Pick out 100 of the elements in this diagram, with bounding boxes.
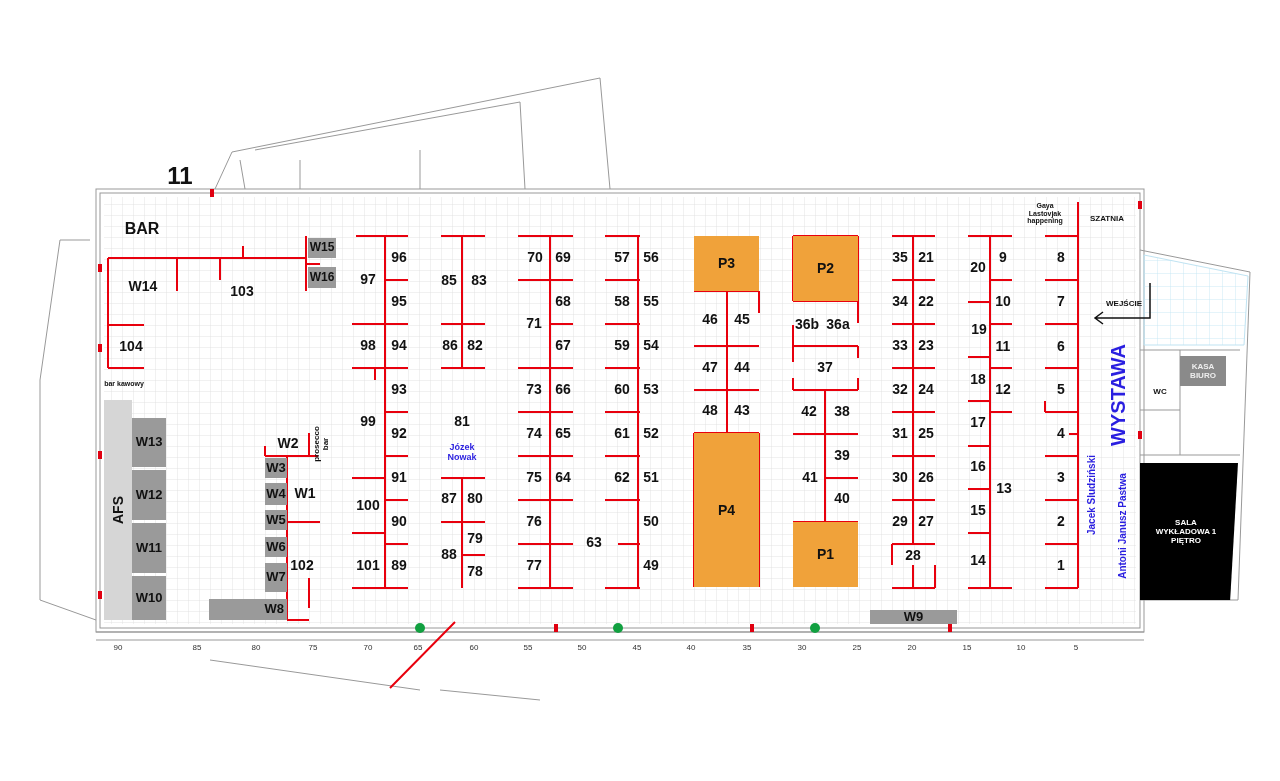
booth-number: 31	[892, 426, 908, 442]
booth-number: 81	[454, 414, 470, 430]
exhibit-stand: W13	[132, 418, 166, 467]
exhibitor-name: Antoni Janusz Pastwa	[1116, 473, 1128, 579]
pavilion-area: P1	[793, 522, 858, 587]
booth-number: 64	[555, 470, 571, 486]
scale-number: 85	[192, 643, 202, 653]
booth-number: 70	[527, 250, 543, 266]
booth-number: 16	[970, 459, 986, 475]
booth-number: 104	[119, 339, 143, 355]
booth-number: 17	[970, 415, 986, 431]
booth-number: 68	[555, 294, 571, 310]
booth-number: 80	[467, 491, 483, 507]
exhibit-stand: W6	[265, 537, 287, 557]
booth-number: 5	[1057, 382, 1065, 398]
booth-number: 54	[643, 338, 659, 354]
booth-number: 37	[817, 360, 833, 376]
scale-number: 5	[1073, 643, 1079, 653]
booth-number: 79	[467, 531, 483, 547]
lecture-hall: SALA WYKŁADOWA 1 PIĘTRO	[1140, 463, 1238, 600]
booth-number: 41	[802, 470, 818, 486]
scale-number: 45	[632, 643, 642, 653]
booth-number: 24	[918, 382, 934, 398]
booth-number: 27	[918, 514, 934, 530]
booth-number: 91	[391, 470, 407, 486]
booth-number: 47	[702, 360, 718, 376]
booth-number: 39	[834, 448, 850, 464]
booth-number: 102	[290, 558, 314, 574]
booth-number: 57	[614, 250, 630, 266]
booth-number: 19	[971, 322, 987, 338]
booth-number: 77	[526, 558, 542, 574]
booth-number: 103	[230, 284, 254, 300]
booth-number: 30	[892, 470, 908, 486]
booth-number: 52	[643, 426, 659, 442]
hall-number: 11	[167, 162, 193, 190]
scale-number: 15	[962, 643, 972, 653]
scale-number: 55	[523, 643, 533, 653]
booth-number: 14	[970, 553, 986, 569]
booth-number: 34	[892, 294, 908, 310]
room-label: WC	[1153, 387, 1167, 397]
booth-number: 45	[734, 312, 750, 328]
pavilion-area: P3	[694, 236, 759, 291]
exhibit-stand: W5	[265, 510, 287, 530]
booth-number: 8	[1057, 250, 1065, 266]
booth-number: 2	[1057, 514, 1065, 530]
exhibit-area: AFS	[104, 400, 132, 620]
booth-number: 21	[918, 250, 934, 266]
scale-number: 35	[742, 643, 752, 653]
stand-label: W2	[277, 436, 299, 452]
booth-number: 13	[996, 481, 1012, 497]
booth-number: 38	[834, 404, 850, 420]
booth-number: 86	[442, 338, 458, 354]
scale-number: 40	[686, 643, 696, 653]
booth-number: 33	[892, 338, 908, 354]
exhibit-stand: W3	[265, 458, 287, 478]
booth-number: 3	[1057, 470, 1065, 486]
exhibit-stand: W15	[308, 238, 336, 258]
booth-number: 82	[467, 338, 483, 354]
booth-number: 93	[391, 382, 407, 398]
booth-number: 101	[356, 558, 380, 574]
booth-number: 46	[702, 312, 718, 328]
exhibitor-name: Józek Nowak	[446, 443, 478, 463]
booth-number: 74	[526, 426, 542, 442]
stand-label: W1	[294, 486, 316, 502]
room-label: prosecco bar	[313, 425, 331, 464]
booth-number: 76	[526, 514, 542, 530]
stand-label: W14	[128, 279, 158, 295]
booth-number: 29	[892, 514, 908, 530]
entrance-label: WEJŚCIE	[1106, 299, 1142, 309]
booth-number: 36b	[794, 317, 820, 333]
exhibit-stand: W12	[132, 470, 166, 520]
booth-number: 48	[702, 403, 718, 419]
exhibit-stand: W8	[209, 599, 287, 620]
booth-number: 11	[995, 339, 1011, 355]
booth-number: 53	[643, 382, 659, 398]
scale-number: 10	[1016, 643, 1026, 653]
booth-number: 9	[999, 250, 1007, 266]
exhibit-stand: W4	[265, 483, 287, 505]
booth-number: 83	[471, 273, 487, 289]
exhibit-stand: W10	[132, 576, 166, 620]
booth-number: 1	[1057, 558, 1065, 574]
booth-number: 26	[918, 470, 934, 486]
booth-number: 22	[918, 294, 934, 310]
booth-number: 25	[918, 426, 934, 442]
scale-number: 65	[413, 643, 423, 653]
booth-number: 56	[643, 250, 659, 266]
booth-number: 98	[360, 338, 376, 354]
booth-number: 10	[995, 294, 1011, 310]
scale-number: 80	[251, 643, 261, 653]
pavilion-area: P2	[793, 236, 858, 301]
section-label: WYSTAWA	[1107, 344, 1129, 446]
booth-number: 99	[360, 414, 376, 430]
booth-number: 100	[356, 498, 380, 514]
booth-number: 97	[360, 272, 376, 288]
booth-number: 49	[643, 558, 659, 574]
room-label: SZATNIA	[1089, 214, 1125, 224]
booth-number: 59	[614, 338, 630, 354]
booth-number: 69	[555, 250, 571, 266]
booth-number: 89	[391, 558, 407, 574]
booth-number: 96	[391, 250, 407, 266]
